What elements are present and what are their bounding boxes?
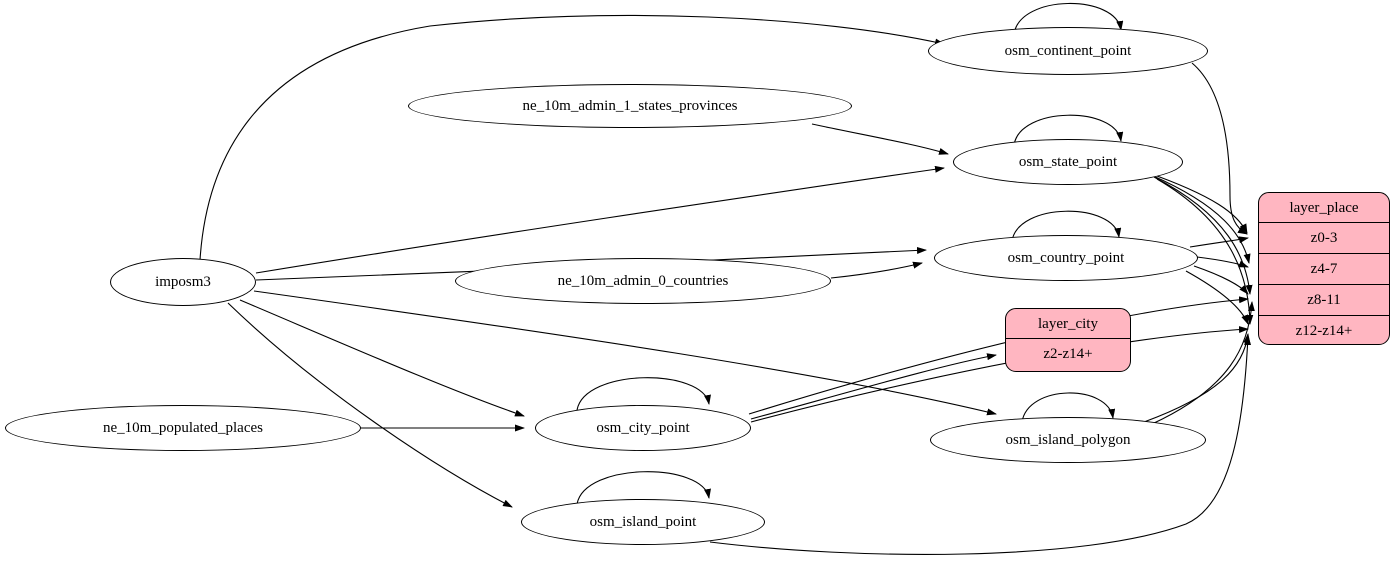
node-ne_10m_admin_0_countries: ne_10m_admin_0_countries (455, 258, 831, 304)
node-imposm3: imposm3 (110, 258, 256, 306)
edge-osm_state_point-layer_place-z8-11 (1153, 176, 1253, 295)
edge-osm_city_point-layer_city-z2-z14 (750, 353, 997, 420)
node-osm_country_point: osm_country_point (934, 235, 1198, 281)
record-layer_city: layer_city z2-z14+ (1005, 308, 1131, 372)
node-ne_10m_populated_places: ne_10m_populated_places (5, 405, 361, 451)
edge-imposm3-osm_city_point (239, 299, 525, 417)
edge-osm_country_point-layer_place-z8-11 (1193, 265, 1249, 295)
self-loop-osm_continent_point (1013, 2, 1124, 35)
record-layer_place-row-z12-z14: z12-z14+ (1259, 315, 1389, 344)
edge-imposm3-osm_island_polygon (253, 290, 997, 416)
self-loop-osm_country_point (1011, 210, 1122, 242)
edge-osm_country_point-layer_place-z12-z14 (1185, 270, 1249, 325)
node-osm_city_point: osm_city_point (535, 405, 751, 451)
self-loop-osm_state_point (1013, 114, 1124, 146)
record-layer_place-row-z8-11: z8-11 (1259, 284, 1389, 315)
self-loop-osm_island_polygon (1021, 392, 1116, 423)
record-layer_place-row-z0-3: z0-3 (1259, 222, 1389, 253)
edge-ne_10m_admin_0_countries-osm_country_point (830, 261, 923, 279)
self-loop-osm_city_point (576, 377, 711, 411)
edge-osm_island_polygon-layer_place-z8-11 (1151, 301, 1255, 425)
record-layer_city-row-z2-z14: z2-z14+ (1006, 338, 1130, 369)
edge-osm_country_point-layer_place-z0-3 (1189, 236, 1249, 248)
node-osm_state_point: osm_state_point (953, 139, 1183, 185)
edge-osm_city_point-layer_place-z8-11 (748, 296, 1249, 415)
self-loop-osm_island_point (576, 471, 711, 505)
record-layer_place-title: layer_place (1289, 200, 1359, 216)
node-osm_island_polygon: osm_island_polygon (930, 417, 1206, 463)
edge-osm_continent_point-layer_place-z0-3 (1191, 62, 1248, 235)
edge-osm_island_polygon-layer_place-z12-z14 (1143, 333, 1251, 423)
record-layer_place: layer_place z0-3 z4-7 z8-11 z12-z14+ (1258, 192, 1390, 345)
node-osm_island_point: osm_island_point (521, 499, 765, 545)
edge-osm_country_point-layer_place-z4-7 (1196, 256, 1249, 268)
node-ne_10m_admin_1_states_provinces: ne_10m_admin_1_states_provinces (408, 84, 852, 128)
edge-imposm3-osm_state_point (255, 165, 945, 274)
edge-ne_10m_admin_1_states_provinces-osm_state_point (811, 123, 949, 155)
edge-osm_island_point-layer_place-z12-z14 (709, 335, 1252, 555)
edge-osm_city_point-layer_place-z12-z14 (750, 326, 1249, 423)
edge-osm_state_point-layer_place-z4-7 (1150, 174, 1251, 264)
edge-imposm3-osm_continent_point (199, 14, 945, 261)
node-osm_continent_point: osm_continent_point (928, 27, 1208, 75)
record-layer_place-row-z4-7: z4-7 (1259, 253, 1389, 284)
edge-imposm3-osm_island_point (227, 302, 513, 508)
record-layer_city-title: layer_city (1038, 316, 1098, 332)
